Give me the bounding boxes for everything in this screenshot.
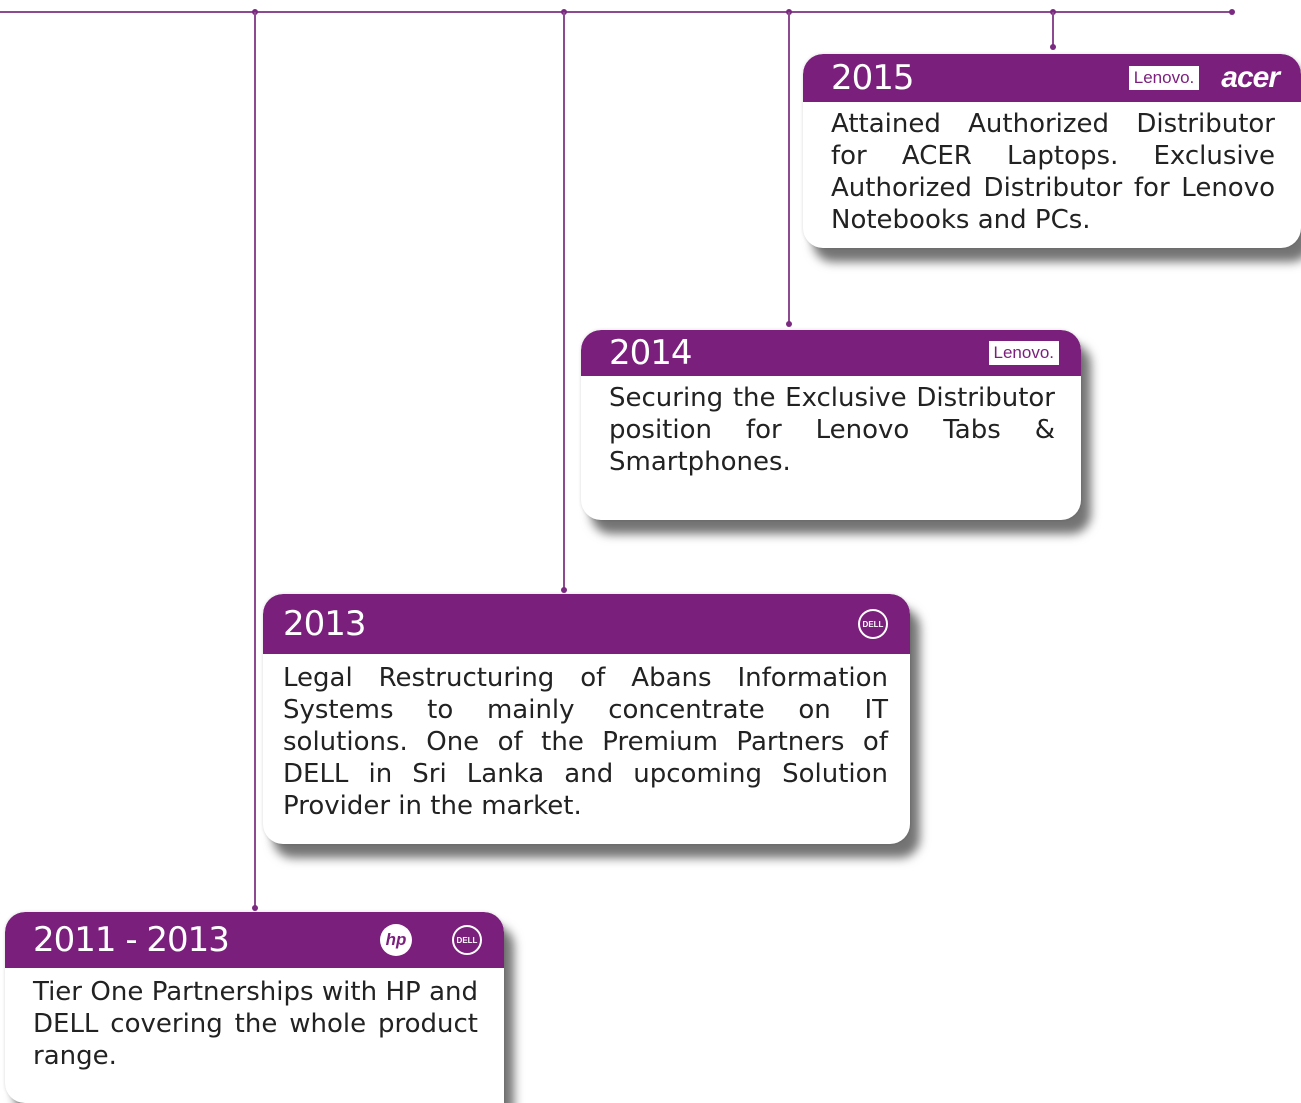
acer-logo-icon: acer	[1221, 61, 1280, 94]
hp-logo-icon: hp	[380, 924, 412, 956]
timeline-dot-2011-end	[252, 905, 258, 911]
timeline-dot-2013-end	[561, 587, 567, 593]
logo-group: DELL	[858, 609, 888, 639]
logo-group: hp DELL	[380, 924, 482, 956]
milestone-card-2013: 2013 DELL Legal Restructuring of Abans I…	[263, 594, 910, 844]
dell-logo-icon: DELL	[858, 609, 888, 639]
lenovo-logo-icon: Lenovo.	[1128, 66, 1200, 90]
dell-logo-icon: DELL	[452, 925, 482, 955]
milestone-card-2011-2013: 2011 - 2013 hp DELL Tier One Partnership…	[5, 912, 504, 1103]
milestone-year: 2014	[609, 333, 693, 373]
connector-2015	[1052, 12, 1054, 48]
card-header: 2014 Lenovo.	[581, 330, 1081, 376]
timeline-top-line	[0, 11, 1233, 13]
connector-2011	[254, 12, 256, 908]
connector-2014	[788, 12, 790, 324]
milestone-description: Legal Restructuring of Abans Information…	[283, 663, 888, 821]
timeline-dot-2014-end	[786, 321, 792, 327]
card-header: 2013 DELL	[263, 594, 910, 654]
timeline-dot-2015-end	[1050, 44, 1056, 50]
card-header: 2011 - 2013 hp DELL	[5, 912, 504, 968]
milestone-card-2014: 2014 Lenovo. Securing the Exclusive Dist…	[581, 330, 1081, 520]
connector-2013	[563, 12, 565, 590]
milestone-card-2015: 2015 Lenovo. acer Attained Authorized Di…	[803, 54, 1301, 248]
milestone-description: Tier One Partnerships with HP and DELL c…	[33, 977, 478, 1071]
lenovo-logo-icon: Lenovo.	[988, 341, 1059, 365]
milestone-year: 2011 - 2013	[33, 920, 230, 960]
milestone-year: 2015	[831, 58, 915, 98]
timeline-end-dot	[1229, 9, 1235, 15]
milestone-year: 2013	[283, 604, 367, 644]
logo-group: Lenovo. acer	[1128, 61, 1280, 95]
milestone-description: Securing the Exclusive Distributor posit…	[609, 383, 1055, 477]
card-header: 2015 Lenovo. acer	[803, 54, 1301, 102]
milestone-description: Attained Authorized Distributor for ACER…	[831, 109, 1275, 235]
logo-group: Lenovo.	[988, 341, 1059, 365]
